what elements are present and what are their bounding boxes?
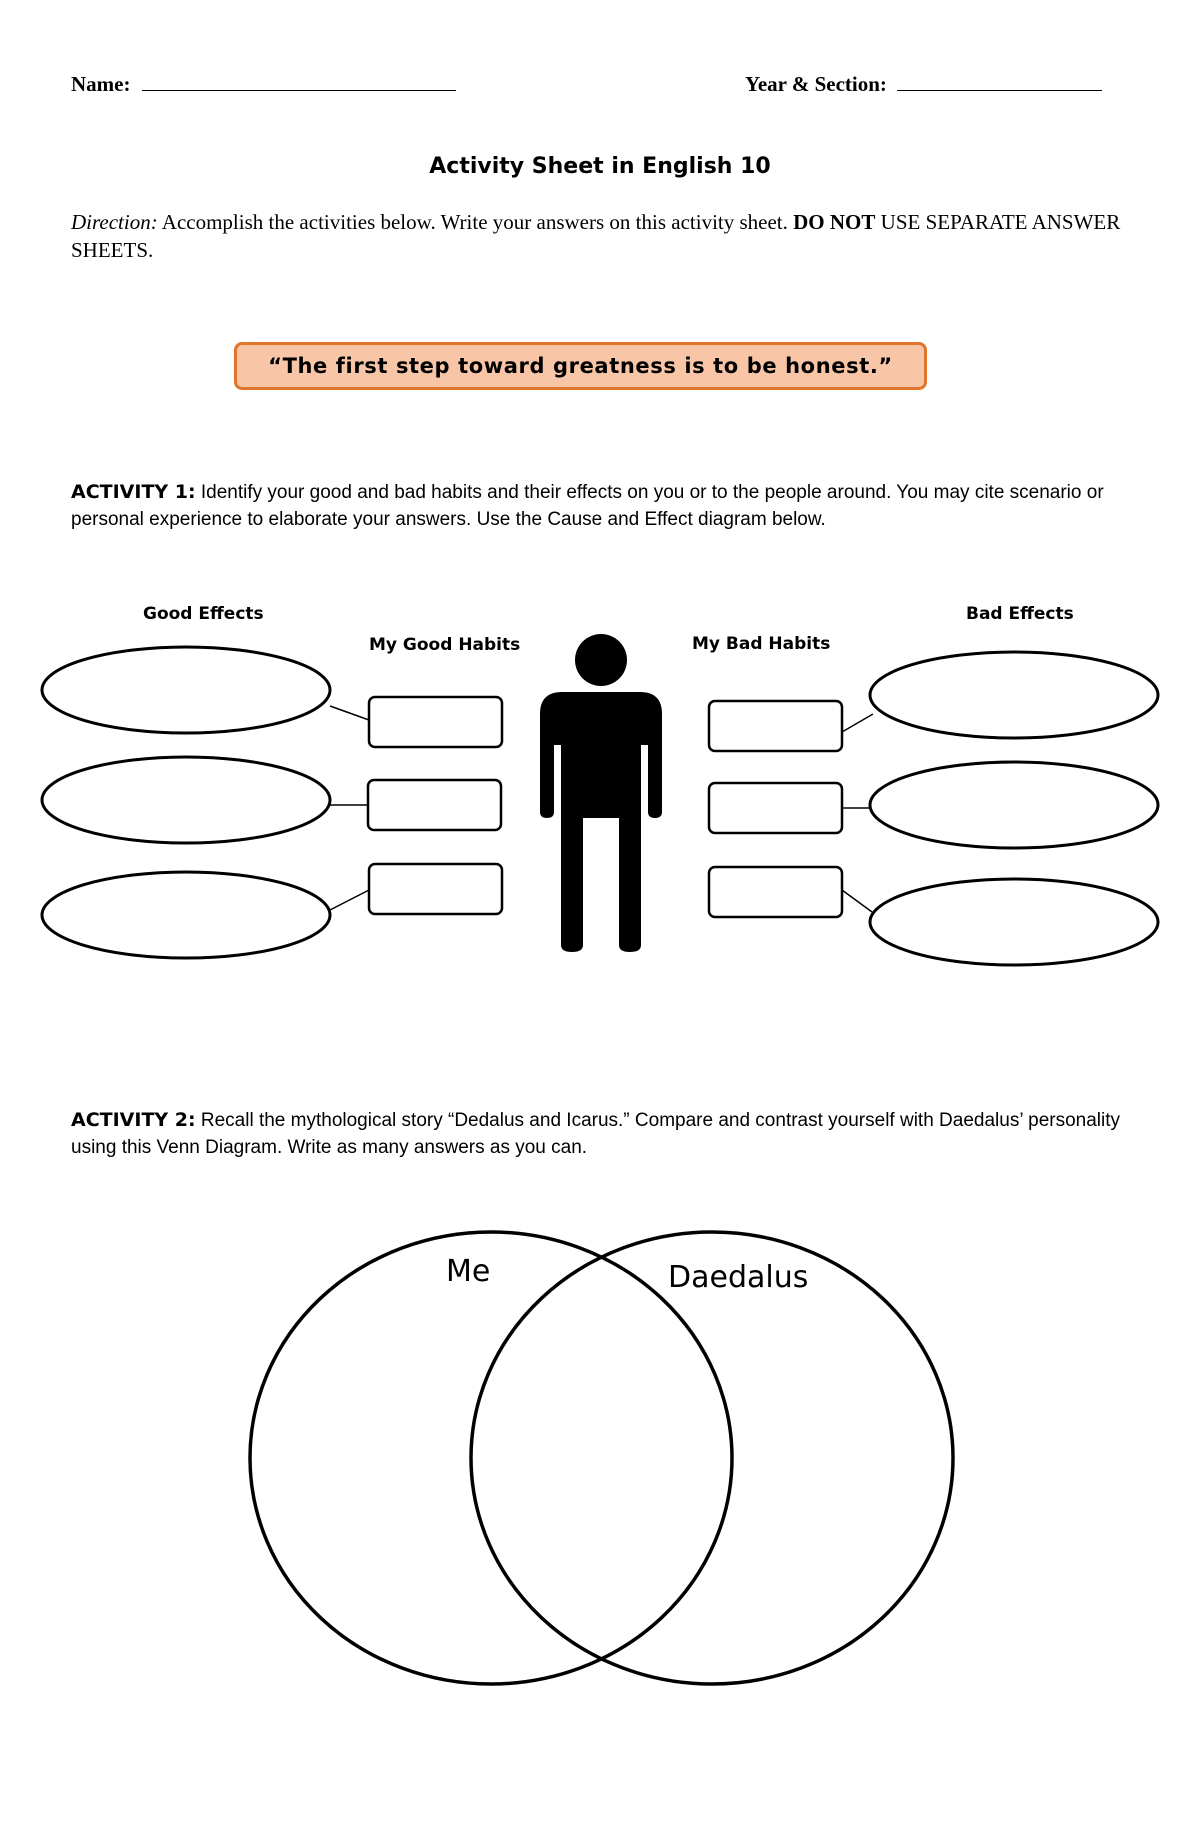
venn-label-daedalus: Daedalus: [668, 1260, 809, 1295]
good-effects-label: Good Effects: [143, 604, 264, 624]
good-effect-oval-1[interactable]: [40, 645, 332, 735]
activity1-paragraph: ACTIVITY 1: Identify your good and bad h…: [71, 479, 1131, 533]
direction-text: Accomplish the activities below. Write y…: [157, 210, 794, 234]
quote-box: “The first step toward greatness is to b…: [234, 342, 927, 390]
bad-effect-oval-2[interactable]: [868, 760, 1160, 850]
good-habit-box-2[interactable]: [366, 778, 503, 832]
good-connector-1: [329, 705, 370, 721]
bad-habit-box-1[interactable]: [707, 699, 844, 753]
activity1-text: Identify your good and bad habits and th…: [71, 482, 1104, 530]
venn-circle-me[interactable]: [248, 1230, 734, 1686]
year-section-label: Year & Section:: [745, 72, 887, 96]
bad-habit-box-3[interactable]: [707, 865, 844, 919]
venn-circle-daedalus[interactable]: [469, 1230, 955, 1686]
direction-tail: USE SEPARATE ANSWER SHEETS.: [71, 210, 1121, 262]
page-title: Activity Sheet in English 10: [429, 154, 771, 179]
bad-effect-oval-1[interactable]: [868, 650, 1160, 740]
bad-habits-label: My Bad Habits: [692, 634, 831, 654]
good-habit-box-3[interactable]: [367, 862, 504, 916]
bad-effects-label: Bad Effects: [966, 604, 1074, 624]
activity2-text: Recall the mythological story “Dedalus a…: [71, 1110, 1121, 1158]
good-habits-label: My Good Habits: [369, 635, 521, 655]
person-icon: [540, 634, 662, 952]
good-connector-3: [329, 889, 370, 911]
year-section-field[interactable]: Year & Section:: [745, 72, 1102, 97]
bad-habit-box-2[interactable]: [707, 781, 844, 835]
name-label: Name:: [71, 72, 131, 96]
direction-paragraph: Direction: Accomplish the activities bel…: [71, 208, 1131, 264]
activity2-paragraph: ACTIVITY 2: Recall the mythological stor…: [71, 1107, 1131, 1161]
good-habit-box-1[interactable]: [367, 695, 504, 749]
bad-effect-oval-3[interactable]: [868, 877, 1160, 967]
venn-label-me: Me: [446, 1254, 491, 1289]
name-blank[interactable]: [142, 72, 457, 91]
activity2-heading: ACTIVITY 2:: [71, 1109, 196, 1131]
direction-emphasis: DO NOT: [793, 210, 876, 234]
name-field[interactable]: Name:: [71, 72, 457, 97]
bad-connector-1: [841, 713, 874, 733]
quote-text: “The first step toward greatness is to b…: [268, 354, 893, 378]
good-effect-oval-2[interactable]: [40, 755, 332, 845]
direction-lead: Direction:: [71, 210, 158, 234]
good-effect-oval-3[interactable]: [40, 870, 332, 960]
activity1-heading: ACTIVITY 1:: [71, 481, 196, 503]
year-section-blank[interactable]: [896, 72, 1102, 91]
bad-connector-3: [841, 889, 873, 913]
